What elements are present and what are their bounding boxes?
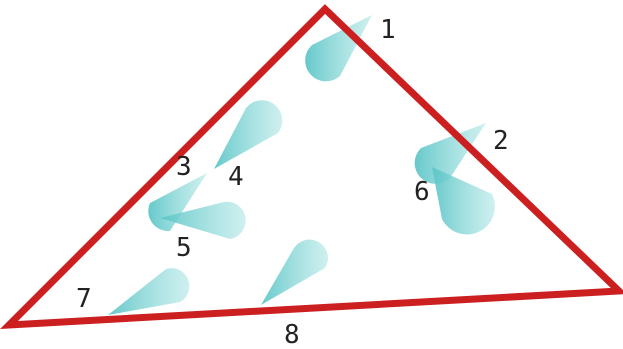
cone-7 — [108, 268, 190, 315]
cone-5 — [160, 201, 246, 239]
label-8: 8 — [284, 320, 300, 349]
cone-group — [108, 15, 495, 315]
label-5: 5 — [176, 233, 192, 263]
cone-8 — [261, 239, 328, 305]
label-2: 2 — [493, 126, 509, 156]
label-1: 1 — [380, 15, 396, 45]
cone-4 — [214, 100, 283, 169]
cone-6 — [432, 167, 495, 235]
cone-1 — [305, 15, 372, 82]
label-3: 3 — [176, 152, 192, 182]
label-7: 7 — [76, 284, 92, 314]
cone-3 — [148, 173, 207, 232]
label-6: 6 — [414, 177, 430, 207]
red-triangle — [0, 4, 623, 330]
label-4: 4 — [228, 162, 244, 192]
